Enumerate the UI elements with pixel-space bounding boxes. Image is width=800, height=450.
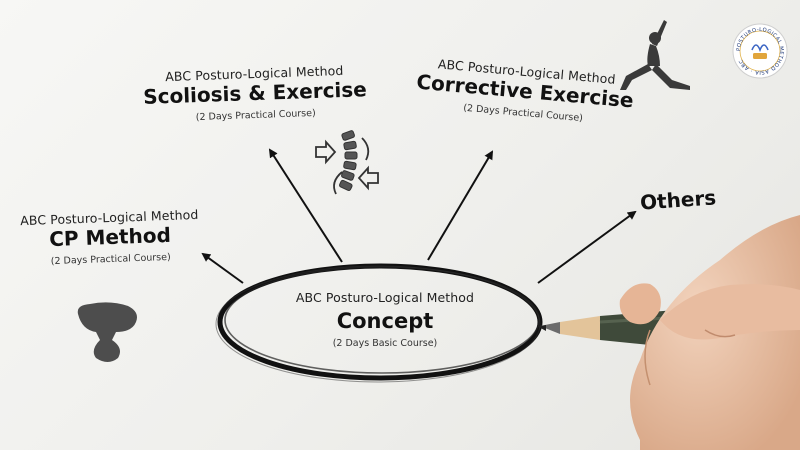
pencil-hand-image	[538, 215, 800, 450]
arrow-to-others	[537, 210, 637, 284]
arrow-to-cp	[201, 252, 244, 284]
concept-brush-ellipse	[215, 263, 543, 383]
yoga-pose-icon	[620, 20, 690, 90]
node-scoliosis-exercise: ABC Posturo-Logical Method Scoliosis & E…	[139, 62, 371, 125]
spine-compression-icon	[315, 130, 379, 195]
muscle-shape-icon	[77, 302, 137, 362]
logo-emblem: POSTURO-LOGICAL METHOD ASIA · ABC	[732, 23, 788, 79]
node-title: Concept	[336, 309, 434, 333]
node-concept: ABC Posturo-Logical Method Concept (2 Da…	[270, 290, 500, 349]
node-course: (2 Days Basic Course)	[332, 338, 438, 349]
arrow-to-corrective	[427, 150, 494, 261]
arrow-to-scoliosis	[268, 148, 343, 263]
node-subtitle: ABC Posturo-Logical Method	[295, 290, 475, 305]
node-cp-method: ABC Posturo-Logical Method CP Method (2 …	[9, 207, 211, 269]
